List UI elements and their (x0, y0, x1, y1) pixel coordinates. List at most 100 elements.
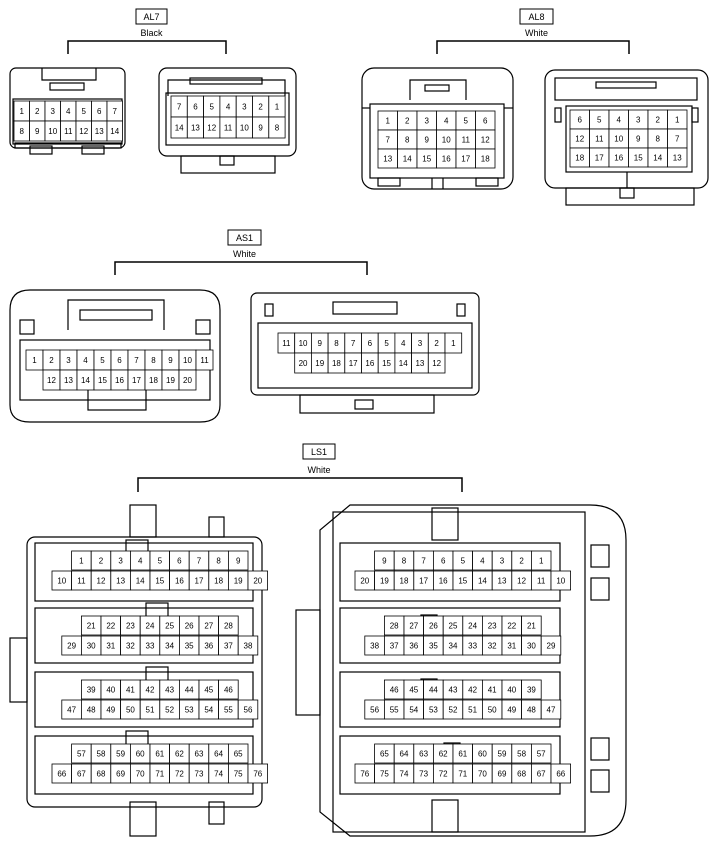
pin-ls1-female-55: 55 (383, 699, 405, 720)
pin-ls1-male-14: 14 (129, 570, 151, 591)
pin-number: 50 (126, 706, 135, 715)
pin-number: 47 (67, 706, 76, 715)
pin-number: 14 (81, 376, 90, 385)
pin-ls1-female-65: 65 (374, 743, 395, 764)
pin-al8-female-17: 17 (589, 147, 610, 168)
pin-number: 19 (234, 577, 243, 586)
pin-number: 43 (165, 686, 174, 695)
pin-number: 32 (126, 642, 135, 651)
label-al7: AL7 Black (67, 8, 227, 54)
pin-number: 8 (656, 135, 661, 144)
bracket-al8 (436, 40, 630, 54)
pin-ls1-female-41: 41 (481, 679, 503, 700)
pin-number: 7 (421, 557, 426, 566)
pin-number: 3 (66, 356, 71, 365)
pin-number: 8 (275, 124, 280, 133)
pin-ls1-female-66: 66 (550, 763, 572, 784)
pin-ls1-female-2: 2 (511, 550, 532, 571)
pin-number: 16 (175, 577, 184, 586)
pin-number: 2 (405, 117, 410, 126)
pin-number: 12 (517, 577, 526, 586)
pin-ls1-female-42: 42 (462, 679, 483, 700)
pin-cell (531, 743, 552, 764)
pin-number: 14 (110, 127, 119, 136)
pin-number: 7 (177, 103, 182, 112)
pin-ls1-male-59: 59 (110, 743, 131, 764)
pin-ls1-male-75: 75 (227, 763, 249, 784)
pin-ls1-male-44: 44 (178, 679, 200, 700)
pin-ls1-male-9: 9 (227, 550, 249, 571)
pin-al7-male-5: 5 (75, 100, 92, 122)
pin-number: 34 (165, 642, 174, 651)
pin-al8-female-9: 9 (628, 128, 649, 149)
pin-number: 16 (439, 577, 448, 586)
pin-number: 6 (97, 107, 102, 116)
pin-ls1-female-64: 64 (393, 743, 415, 764)
pin-ls1-male-40: 40 (100, 679, 122, 700)
pin-number: 22 (507, 622, 516, 631)
pin-number: 49 (106, 706, 115, 715)
pin-as1-female-16: 16 (361, 352, 379, 374)
pin-ls1-male-35: 35 (178, 635, 200, 656)
pin-al7-female-4: 4 (219, 95, 237, 118)
pin-number: 8 (216, 557, 221, 566)
pin-number: 53 (429, 706, 438, 715)
pin-number: 35 (429, 642, 438, 651)
pin-number: 9 (35, 127, 40, 136)
pin-number: 4 (401, 339, 406, 348)
pin-ls1-male-37: 37 (218, 635, 239, 656)
pin-cell (550, 763, 572, 784)
pin-ls1-female-68: 68 (511, 763, 532, 784)
pin-number: 6 (441, 557, 446, 566)
pin-ls1-female-20: 20 (354, 570, 376, 591)
pin-number: 10 (183, 356, 192, 365)
pin-al7-female-11: 11 (219, 116, 237, 139)
pin-as1-female-2: 2 (427, 332, 446, 354)
label-ls1: LS1 White (137, 443, 463, 492)
pin-ls1-female-53: 53 (423, 699, 444, 720)
pin-ls1-female-73: 73 (413, 763, 434, 784)
pin-number: 5 (461, 557, 466, 566)
pin-ls1-male-54: 54 (198, 699, 220, 720)
pin-al7-male-7: 7 (106, 100, 123, 122)
pin-number: 65 (234, 750, 243, 759)
pin-al8-female-5: 5 (589, 109, 610, 130)
pin-ls1-male-38: 38 (237, 635, 259, 656)
pin-ls1-male-43: 43 (159, 679, 180, 700)
pin-cell (247, 763, 269, 784)
pin-cell (195, 349, 214, 371)
pin-ls1-female-63: 63 (413, 743, 434, 764)
pin-as1-female-10: 10 (294, 332, 312, 354)
pin-ls1-male-36: 36 (198, 635, 220, 656)
pin-ls1-female-59: 59 (491, 743, 513, 764)
pin-number: 27 (204, 622, 213, 631)
pin-ls1-male-49: 49 (100, 699, 122, 720)
pin-number: 6 (368, 339, 373, 348)
pin-ls1-female-51: 51 (462, 699, 483, 720)
pin-number: 18 (575, 154, 584, 163)
pin-number: 5 (384, 339, 389, 348)
pin-number: 6 (193, 103, 198, 112)
pin-ls1-female-75: 75 (374, 763, 395, 784)
pin-number: 6 (177, 557, 182, 566)
pin-number: 63 (419, 750, 428, 759)
pin-ls1-male-5: 5 (149, 550, 171, 571)
pin-as1-female-11: 11 (277, 332, 296, 354)
label-as1: AS1 White (114, 229, 368, 275)
pin-ls1-female-35: 35 (423, 635, 444, 656)
pin-number: 2 (258, 103, 263, 112)
pin-number: 8 (151, 356, 156, 365)
pin-number: 60 (136, 750, 145, 759)
pin-cell (427, 352, 446, 374)
pin-al8-female-4: 4 (608, 109, 629, 130)
pin-number: 22 (106, 622, 115, 631)
connector-id-ls1: LS1 (311, 447, 327, 457)
pin-number: 15 (422, 155, 431, 164)
pin-number: 58 (97, 750, 106, 759)
pin-as1-female-17: 17 (344, 352, 362, 374)
pin-ls1-male-8: 8 (208, 550, 229, 571)
pin-ls1-male-65: 65 (227, 743, 249, 764)
pin-ls1-male-68: 68 (90, 763, 112, 784)
